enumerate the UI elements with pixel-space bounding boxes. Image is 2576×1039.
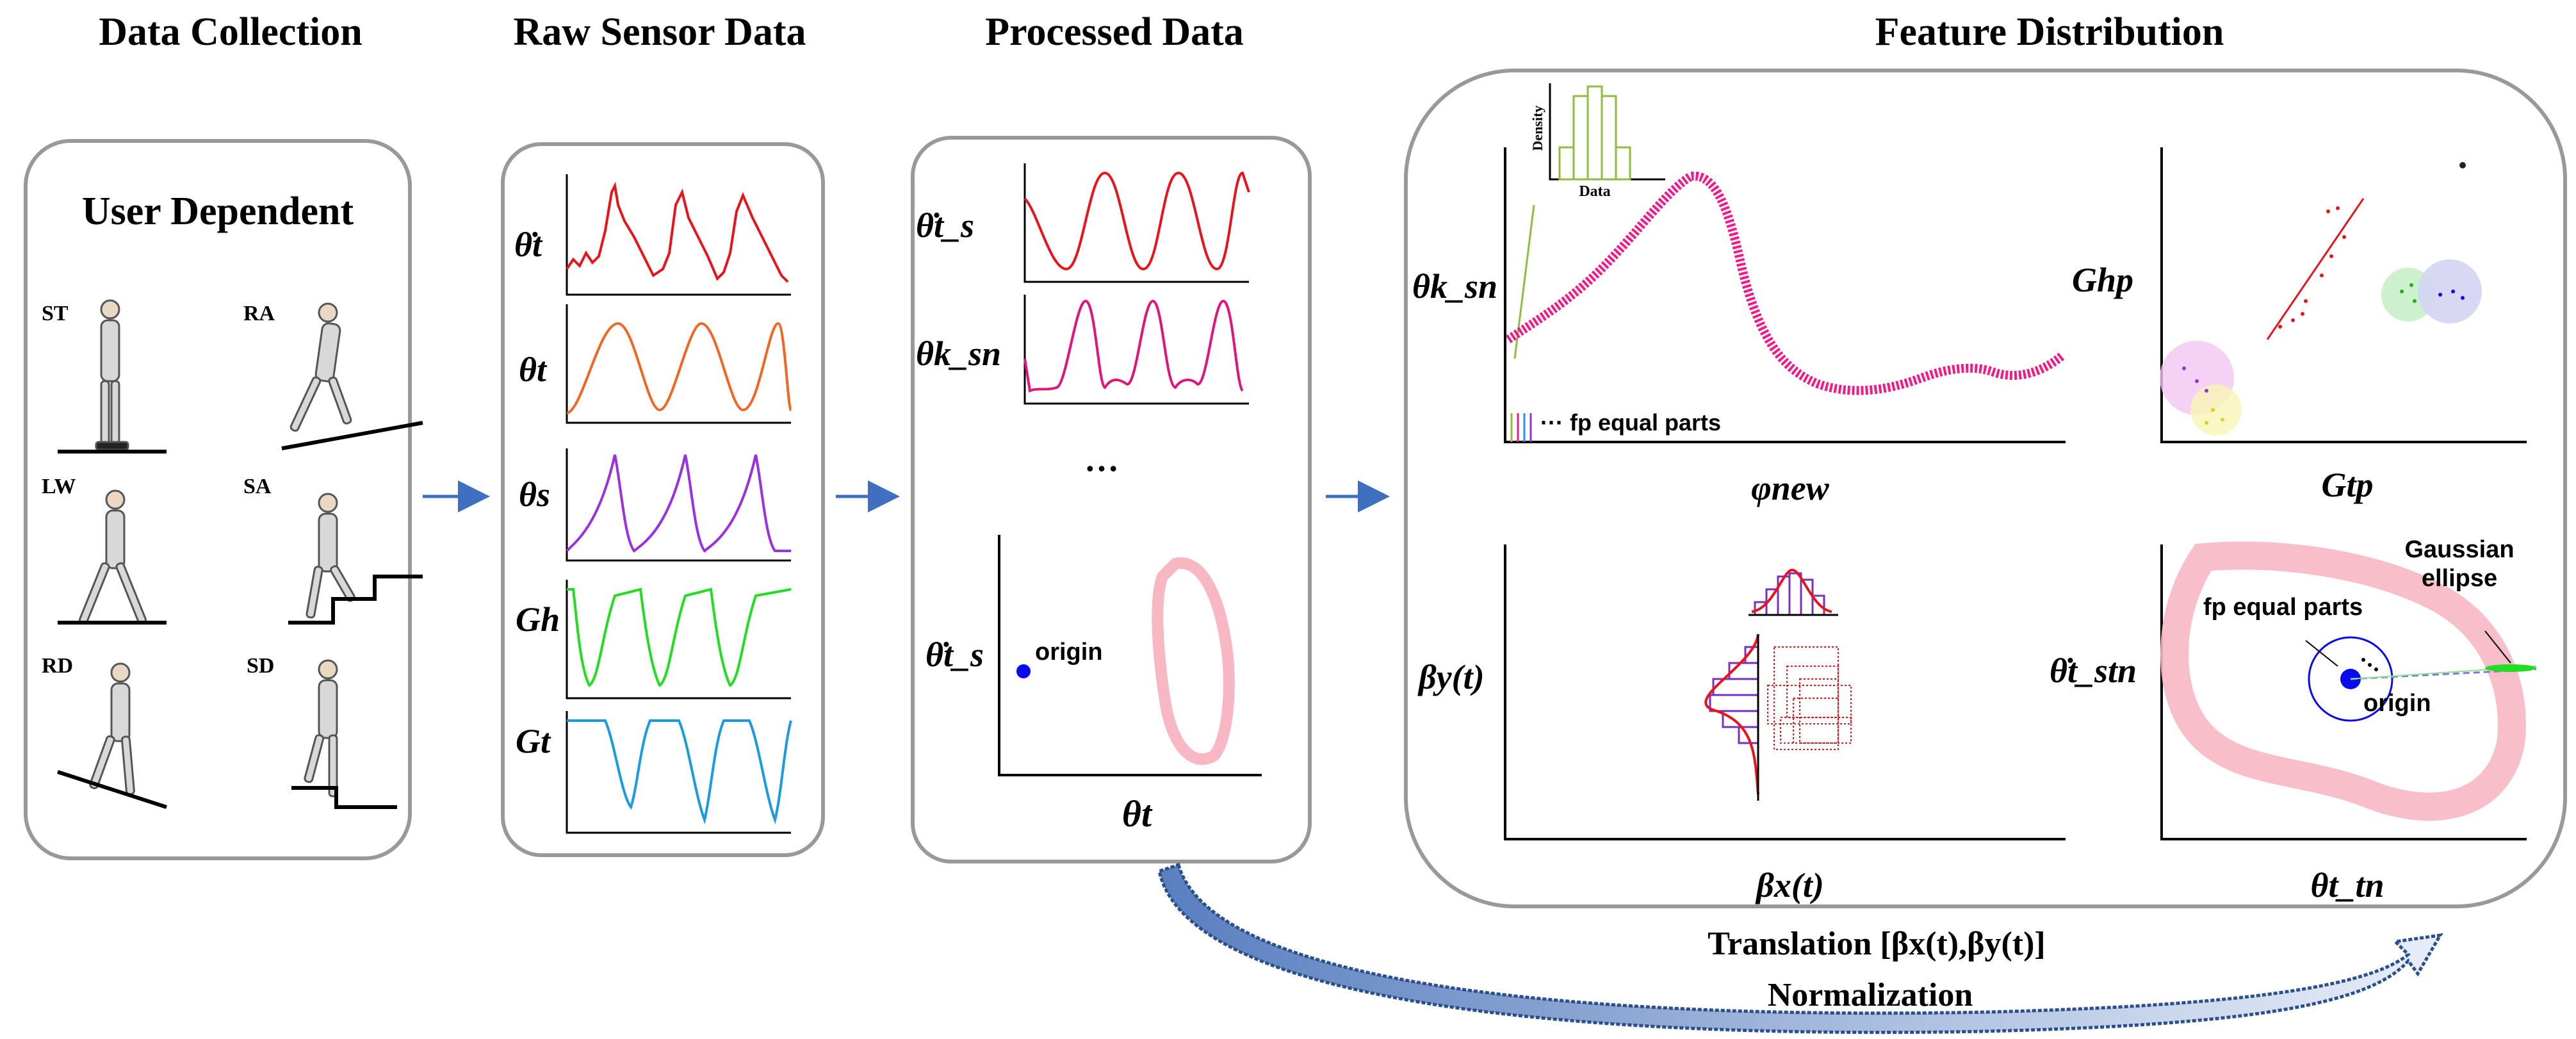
feature-plot-beta: βy(t) βx(t)	[1417, 544, 2066, 904]
raw-sensor-panel	[501, 142, 825, 857]
header-data-collection: Data Collection	[99, 10, 363, 54]
normalization-flow-arrow	[1157, 862, 2443, 1035]
phase-portrait-ring	[1152, 557, 1235, 765]
walker-figure-icon	[289, 302, 352, 432]
plot-xlabel: θt_tn	[2310, 866, 2384, 904]
phase-ylabel: θ̇t_s	[925, 635, 984, 674]
feature-plot-theta-k-sn: θk_sn φnew Density Data ··· fp equal par…	[1412, 83, 2066, 507]
phase-xlabel: θt	[1122, 793, 1153, 835]
activity-lw: LW	[42, 475, 167, 625]
gaussian-label-line2: ellipse	[2422, 565, 2497, 592]
walker-figure-icon	[306, 493, 355, 619]
signal-label: θk_sn	[916, 334, 1001, 373]
origin-label: origin	[2363, 690, 2431, 717]
signal-label: θt	[519, 350, 548, 389]
activity-ra: RA	[243, 302, 423, 450]
raw-signal-theta-s: θs	[519, 448, 791, 562]
plot-xlabel: φnew	[1751, 469, 1830, 507]
signal-label: Gt	[516, 722, 551, 760]
feature-plot-phase-normalized: θ̇t_stn θt_tn fp equal parts origin Gaus…	[2050, 536, 2537, 904]
plot-xlabel: Gtp	[2322, 466, 2374, 504]
plot-xlabel: βx(t)	[1755, 866, 1824, 904]
ellipsis: …	[1084, 440, 1119, 479]
header-raw-sensor-data: Raw Sensor Data	[514, 10, 806, 54]
activity-sa: SA	[243, 475, 423, 625]
walker-figure-icon	[95, 299, 129, 451]
user-dependent-panel	[24, 139, 412, 860]
processed-signal-theta-dot-t-s: θ̇t_s	[916, 163, 1250, 283]
header-processed-data: Processed Data	[985, 10, 1243, 54]
origin-label: origin	[1035, 639, 1103, 666]
gaussian-label-line1: Gaussian	[2404, 536, 2514, 563]
plot-ylabel: Ghp	[2072, 261, 2133, 299]
raw-signal-theta-dot-t: θ̇t	[514, 174, 791, 296]
svg-text:RD: RD	[42, 654, 73, 678]
signal-label: θ̇t	[514, 225, 543, 264]
svg-text:Density: Density	[1529, 106, 1545, 151]
signal-label: θ̇t_s	[916, 206, 974, 245]
walker-figure-icon	[304, 659, 338, 798]
walker-figure-icon	[89, 662, 135, 796]
activity-rd: RD	[42, 654, 167, 809]
svg-text:SD: SD	[247, 654, 274, 678]
svg-text:SA: SA	[243, 475, 272, 498]
processed-signal-theta-k-sn: θk_sn	[916, 295, 1249, 405]
svg-text:RA: RA	[243, 302, 275, 325]
processed-data-panel	[911, 136, 1312, 863]
inset-histogram: Density Data	[1529, 83, 1665, 200]
activity-st: ST	[42, 299, 167, 454]
user-dependent-title: User Dependent	[82, 190, 354, 233]
feature-distribution-panel	[1404, 69, 2567, 908]
origin-point	[1016, 664, 1031, 678]
raw-signal-theta-t: θt	[519, 304, 792, 424]
svg-text:ST: ST	[42, 302, 69, 325]
normalization-caption: Normalization	[1768, 977, 1973, 1013]
svg-text:Data: Data	[1579, 183, 1610, 200]
header-feature-distribution: Feature Distribution	[1875, 10, 2224, 54]
fp-equal-parts-note: ··· fp equal parts	[1540, 409, 1721, 436]
activity-sd: SD	[247, 654, 397, 809]
signal-label: θs	[519, 475, 550, 514]
plot-ylabel: θ̇t_stn	[2050, 651, 2137, 690]
normalized-ring	[2160, 541, 2526, 821]
raw-signal-gh: Gh	[516, 580, 792, 699]
processed-phase-plot: θ̇t_s θt origin	[925, 535, 1262, 835]
translation-caption: Translation [βx(t),βy(t)]	[1708, 926, 2046, 962]
plot-ylabel: βy(t)	[1417, 658, 1485, 696]
raw-signal-gt: Gt	[516, 711, 792, 834]
plot-ylabel: θk_sn	[1412, 267, 1497, 306]
feature-plot-ghp-gtp: Ghp Gtp	[2072, 147, 2527, 504]
signal-label: Gh	[516, 600, 560, 639]
svg-text:LW: LW	[42, 475, 76, 498]
fp-equal-parts-label: fp equal parts	[2203, 594, 2363, 621]
